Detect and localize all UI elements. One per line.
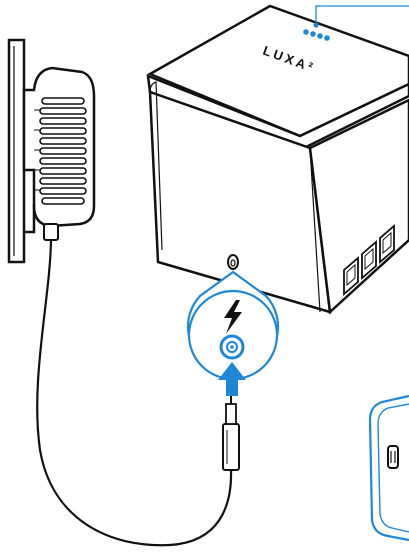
cube-dc-jack [227,254,239,270]
charging-cube [146,4,409,315]
dc-jack-icon [219,334,245,360]
side-device-button [387,445,399,469]
dc-plug [222,396,240,471]
arrow-up-icon [218,362,246,396]
wall-adapter [22,66,96,241]
led-dots-icon [303,22,330,41]
power-cable [36,239,233,547]
usb-ports [343,224,395,296]
usb-port-2 [361,240,377,280]
wall-plate [7,38,26,264]
usb-port-1 [343,256,359,296]
vent-grooves [34,109,40,191]
side-device [368,394,409,542]
port-zoom-callout [186,270,280,396]
lightning-bolt-icon [224,300,242,334]
usb-port-3 [379,224,395,264]
adapter-vents [39,97,87,205]
led-callout-line [315,5,409,22]
